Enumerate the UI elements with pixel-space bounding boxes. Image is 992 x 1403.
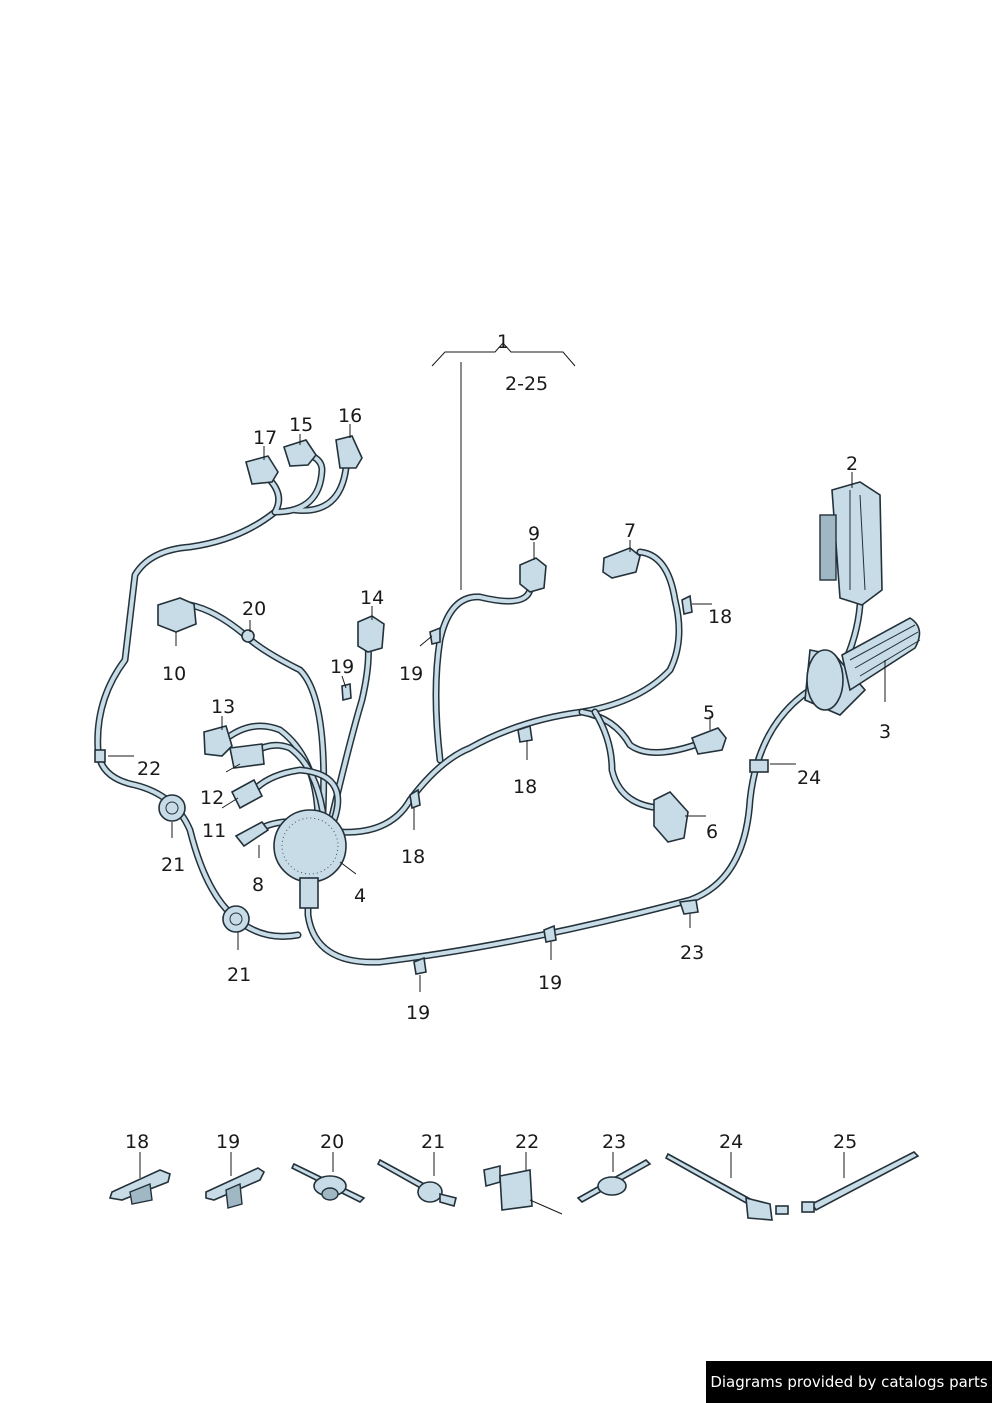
detail-item-25: 25: [801, 1131, 920, 1213]
connector-12: [229, 743, 265, 769]
clips-18-19: [341, 594, 693, 975]
detail-item-21: 21: [376, 1131, 457, 1207]
detail-label-20: 20: [320, 1131, 344, 1153]
detail-item-18: 18: [108, 1131, 171, 1205]
callout-4: 4: [354, 885, 366, 907]
connector-5: [690, 727, 727, 755]
detail-item-19: 19: [205, 1131, 266, 1209]
detail-label-21: 21: [421, 1131, 445, 1153]
connector-16: [335, 435, 363, 469]
callout-12: 12: [200, 787, 224, 809]
callout-14: 14: [360, 587, 384, 609]
callout-8: 8: [252, 874, 264, 896]
grommet-21-lower: [222, 905, 250, 933]
callout-17: 17: [253, 427, 277, 449]
connector-14: [357, 615, 385, 653]
harness-wires: [94, 451, 864, 966]
callout-21-lower: 21: [227, 964, 251, 986]
clip-20: [241, 629, 255, 643]
leader-lines: [108, 342, 886, 992]
connector-15: [282, 439, 317, 467]
detail-row: 18 19 20 21 22: [108, 1131, 920, 1221]
clip-22: [94, 749, 106, 763]
connector-13: [203, 725, 233, 757]
callout-16: 16: [338, 405, 362, 427]
callout-18-middle: 18: [513, 776, 537, 798]
detail-item-24: 24: [664, 1131, 789, 1221]
callout-3: 3: [879, 721, 891, 743]
connector-11: [230, 778, 264, 810]
large-grommet-3: [804, 617, 921, 716]
detail-label-18: 18: [125, 1131, 149, 1153]
connector-8: [234, 820, 270, 848]
callout-18-right: 18: [708, 606, 732, 628]
detail-label-19: 19: [216, 1131, 240, 1153]
connector-10: [157, 597, 197, 633]
callout-6: 6: [706, 821, 718, 843]
callout-7: 7: [624, 520, 636, 542]
grommet-4: [273, 809, 347, 909]
callout-2: 2: [846, 453, 858, 475]
detail-label-22: 22: [515, 1131, 539, 1153]
catalog-credit-badge: Diagrams provided by catalogs parts: [706, 1361, 992, 1403]
callout-19-lower-left: 19: [406, 1002, 430, 1024]
clip-24: [749, 759, 769, 773]
detail-label-24: 24: [719, 1131, 743, 1153]
callout-5: 5: [703, 702, 715, 724]
main-connector-2: [819, 481, 883, 606]
detail-label-25: 25: [833, 1131, 857, 1153]
callout-10: 10: [162, 663, 186, 685]
connector-7: [602, 547, 641, 579]
detail-item-20: 20: [290, 1131, 366, 1203]
callout-18-left: 18: [401, 846, 425, 868]
callout-22: 22: [137, 758, 161, 780]
detail-label-23: 23: [602, 1131, 626, 1153]
callout-1: 1: [497, 331, 509, 353]
detail-item-23: 23: [576, 1131, 652, 1203]
callout-19-lower-mid: 19: [538, 972, 562, 994]
callout-labels: 1 2-25 2 3 4 5 6 7 8 9 10 11 12 13 14 15…: [137, 331, 891, 1024]
callout-9: 9: [528, 523, 540, 545]
module-6: [653, 791, 689, 843]
connector-9: [519, 557, 547, 593]
callout-13: 13: [211, 696, 235, 718]
callout-2-25: 2-25: [505, 373, 548, 395]
callout-11: 11: [202, 820, 226, 842]
callout-24: 24: [797, 767, 821, 789]
connector-17: [245, 455, 279, 485]
catalog-credit-text: Diagrams provided by catalogs parts: [710, 1373, 988, 1391]
callout-21-upper: 21: [161, 854, 185, 876]
grommet-21-upper: [158, 794, 186, 822]
callout-19-upper-left: 19: [330, 656, 354, 678]
detail-item-22: 22: [483, 1131, 563, 1215]
callout-15: 15: [289, 414, 313, 436]
clip-23: [678, 899, 699, 915]
callout-20: 20: [242, 598, 266, 620]
callout-23: 23: [680, 942, 704, 964]
callout-19-upper-mid: 19: [399, 663, 423, 685]
